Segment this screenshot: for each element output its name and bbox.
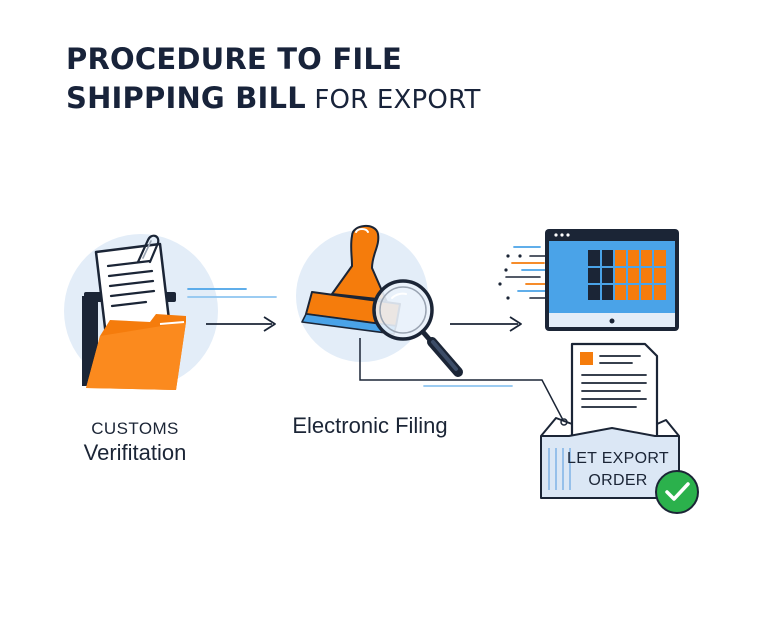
envelope-icon	[540, 417, 680, 499]
page-title: PROCEDURE TO FILE SHIPPING BILL FOR EXPO…	[66, 40, 481, 120]
order-document-icon	[570, 342, 659, 442]
checkmark-badge-icon	[655, 470, 699, 514]
paperclip-icon	[136, 234, 160, 264]
customs-label-bottom: Verifitation	[83, 440, 187, 465]
electronic-filing-label: Electronic Filing	[292, 413, 448, 438]
folder-front	[86, 314, 186, 390]
document-icon	[94, 242, 172, 338]
let-export-order-label-line2: ORDER	[588, 472, 648, 489]
monitor-grid	[588, 250, 666, 300]
customs-illustration	[82, 234, 186, 390]
arrow-filing-to-portal	[450, 316, 522, 332]
title-line-1: PROCEDURE TO FILE	[66, 42, 403, 76]
customs-label-top: CUSTOMS	[91, 419, 179, 438]
title-line-2-light: FOR EXPORT	[305, 85, 481, 115]
let-export-order-label-line1: LET EXPORT	[567, 450, 669, 467]
magnifier-icon	[372, 279, 463, 377]
arrow-customs-to-filing	[206, 316, 276, 332]
monitor-icon	[545, 229, 679, 331]
title-line-2-bold: SHIPPING BILL	[66, 81, 306, 115]
speed-lines-1	[187, 288, 277, 298]
